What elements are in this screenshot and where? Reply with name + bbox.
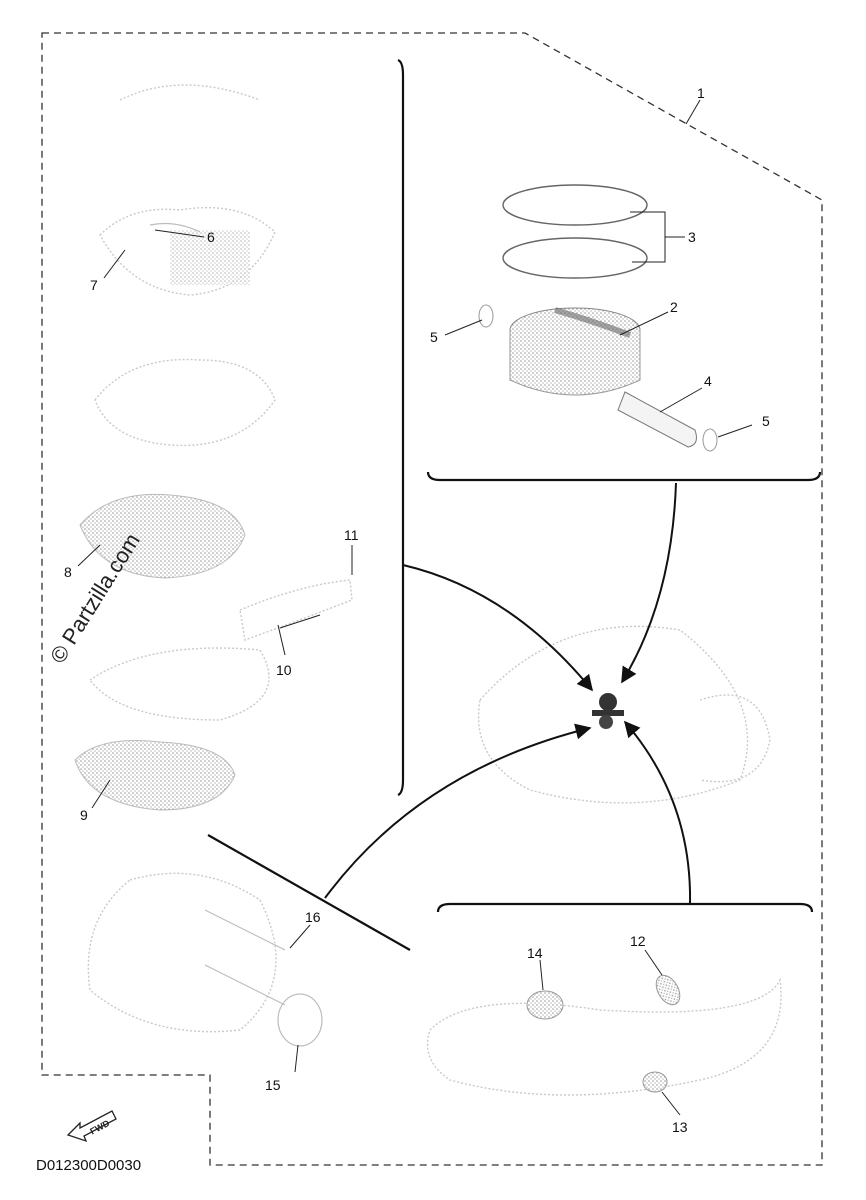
callout-5a: 5: [430, 329, 438, 345]
callout-14: 14: [527, 945, 543, 961]
callout-10: 10: [276, 662, 292, 678]
piston-rings: [502, 184, 648, 279]
callout-7: 7: [90, 277, 98, 293]
callout-4: 4: [704, 373, 712, 389]
callout-1: 1: [697, 85, 705, 101]
fwd-arrow-icon: FWD: [66, 1110, 117, 1143]
kit-boundary: [41, 32, 823, 1166]
piston-pin: [617, 391, 697, 448]
callout-6: 6: [207, 229, 215, 245]
callouts: 1 2 3 4 5 5 6 7 8 9 10 11 12 13 14 15 16: [64, 85, 770, 1135]
ghost-part-middle: [94, 358, 276, 447]
ghost-part-15-16: [87, 872, 323, 1047]
diagram-code: D012300D0030: [36, 1157, 141, 1174]
callout-15: 15: [265, 1077, 281, 1093]
ghost-part-10: [88, 579, 353, 721]
arrow-lowerleft-to-engine: [324, 723, 592, 899]
engine-target-icon: [592, 693, 624, 729]
arrow-lowerright-to-engine: [623, 720, 692, 905]
piston-group-bracket: [426, 471, 822, 482]
callout-3: 3: [688, 229, 696, 245]
ghost-gasket-7: [99, 206, 276, 296]
leader-lines: [77, 99, 753, 1116]
lower-left-group-line: [207, 834, 411, 951]
callout-13: 13: [672, 1119, 688, 1135]
callout-12: 12: [630, 933, 646, 949]
callout-2: 2: [670, 299, 678, 315]
piston: [509, 307, 641, 396]
ghost-gasket-9: [74, 739, 236, 811]
circlips: [478, 304, 718, 452]
callout-9: 9: [80, 807, 88, 823]
callout-5b: 5: [762, 413, 770, 429]
arrow-left-to-engine: [402, 564, 594, 692]
lower-right-group-bracket: [436, 902, 814, 913]
ghost-part-12-13-14: [426, 974, 782, 1096]
center-engine-ghost: [477, 625, 771, 804]
left-group-bracket: [397, 58, 405, 797]
arrow-piston-to-engine: [621, 482, 677, 684]
callout-8: 8: [64, 564, 72, 580]
ghost-gasket-top: [119, 84, 261, 101]
ghost-gasket-8: [79, 493, 246, 579]
callout-11: 11: [344, 527, 359, 543]
callout-16: 16: [305, 909, 321, 925]
